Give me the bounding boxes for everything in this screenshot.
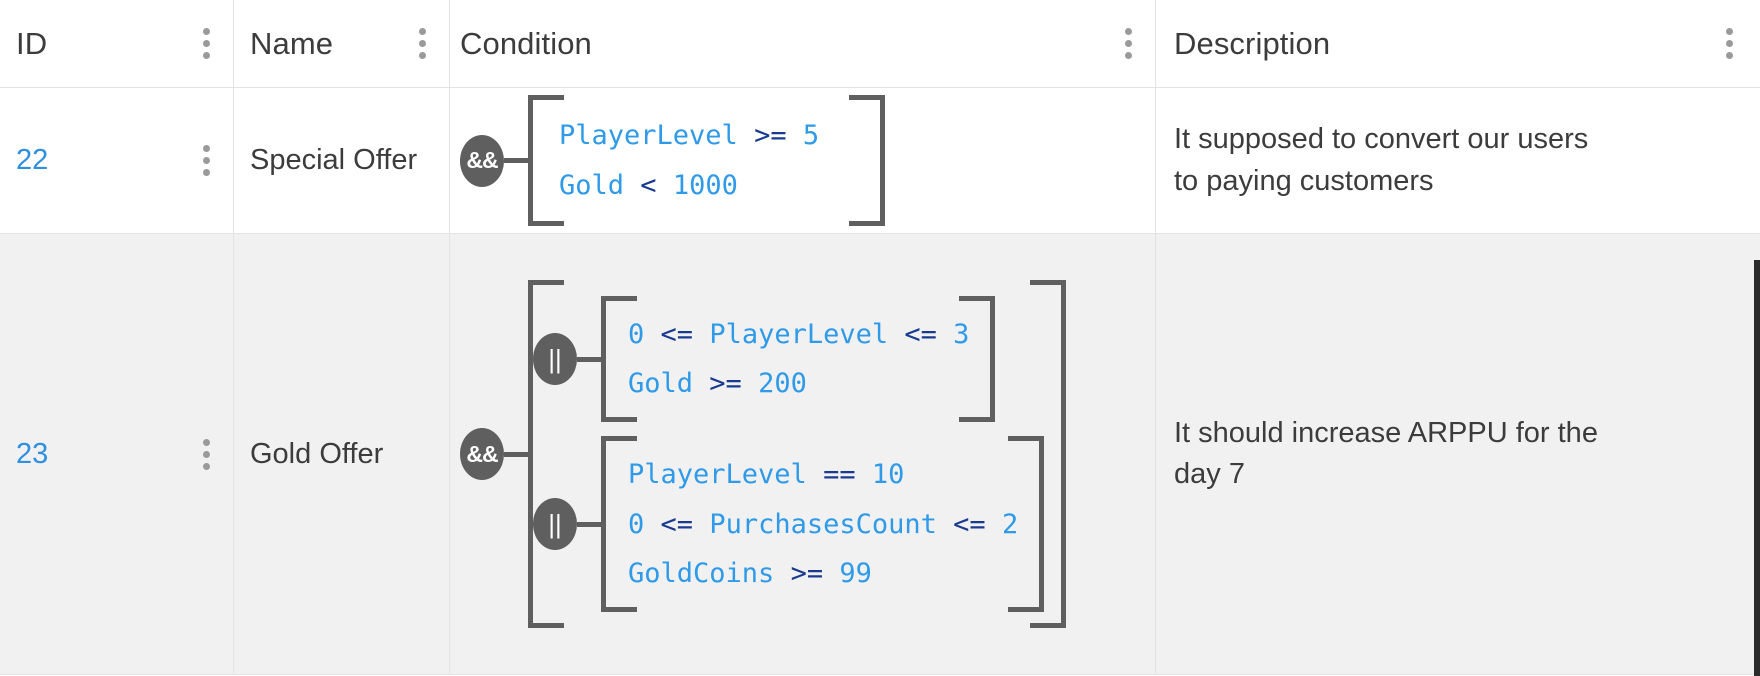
expression-list: PlayerLevel >= 5 Gold < 1000 <box>533 111 865 209</box>
cell-id[interactable]: 23 <box>0 234 234 674</box>
column-header-description[interactable]: Description <box>1156 0 1760 87</box>
group-bracket-close <box>849 95 885 226</box>
table-row[interactable]: 23 Gold Offer && || <box>0 234 1760 675</box>
expression-list: 0 <= PlayerLevel <= 3 Gold <box>606 310 975 408</box>
expr-token: PlayerLevel <box>628 459 807 491</box>
expr-token: 0 <box>628 508 645 540</box>
expr-operator: >= <box>709 368 742 400</box>
expr-token: 10 <box>871 459 905 491</box>
row-description: It supposed to convert our users to payi… <box>1174 123 1589 197</box>
table-row[interactable]: 22 Special Offer && PlayerLevel >= 5 <box>0 88 1760 234</box>
cell-description: It supposed to convert our users to payi… <box>1156 88 1760 233</box>
operator-badge-and[interactable]: && <box>460 428 504 480</box>
expression-row[interactable]: 0 <= PlayerLevel <= 3 <box>628 310 969 359</box>
expr-token: 2 <box>1001 508 1019 540</box>
outer-group-bracket-close <box>1030 280 1067 628</box>
row-id-link[interactable]: 22 <box>16 144 49 176</box>
group-bracket-open: PlayerLevel >= 5 Gold < 1000 <box>528 95 865 226</box>
expression-row[interactable]: 0 <= PurchasesCount <= 2 <box>628 500 1018 549</box>
expr-token: 5 <box>802 120 820 152</box>
cell-name: Special Offer <box>234 88 450 233</box>
table-header-row: ID Name Condition Description <box>0 0 1760 88</box>
kebab-menu-icon[interactable] <box>193 437 219 471</box>
expr-token: 1000 <box>672 169 738 201</box>
expression-row[interactable]: PlayerLevel == 10 <box>628 450 1018 499</box>
expr-token: PlayerLevel <box>559 120 738 152</box>
row-id-link[interactable]: 23 <box>16 437 49 470</box>
group-bracket-close <box>959 296 996 423</box>
expr-operator: >= <box>790 557 824 589</box>
expr-token: PurchasesCount <box>709 508 937 540</box>
column-header-id[interactable]: ID <box>0 0 234 87</box>
column-header-label: ID <box>16 25 48 61</box>
cell-condition: && PlayerLevel >= 5 Gold < <box>450 88 1156 233</box>
row-description: It should increase ARPPU for the day 7 <box>1174 416 1598 490</box>
expr-operator: <= <box>904 319 937 351</box>
condition-node-or[interactable]: || 0 <= PlayerLevel <= <box>533 296 1044 423</box>
cell-description: It should increase ARPPU for the day 7 <box>1156 234 1760 674</box>
condition-tree: && || 0 <box>460 280 1141 628</box>
cell-condition: && || 0 <box>450 234 1156 674</box>
expr-operator: <= <box>660 319 694 351</box>
group-bracket-close <box>1008 436 1045 613</box>
operator-badge-or[interactable]: || <box>533 498 577 551</box>
tree-connector <box>577 356 601 362</box>
operator-badge-or[interactable]: || <box>533 333 577 386</box>
expr-operator: == <box>823 459 856 491</box>
kebab-menu-icon[interactable] <box>409 27 435 61</box>
operator-badge-and[interactable]: && <box>460 134 504 187</box>
expr-token: Gold <box>628 368 694 400</box>
cell-id[interactable]: 22 <box>0 88 234 233</box>
column-header-label: Condition <box>460 25 592 61</box>
expression-row[interactable]: Gold >= 200 <box>628 359 969 408</box>
expr-token: 200 <box>758 368 807 400</box>
expr-operator: >= <box>754 120 787 152</box>
tree-connector <box>504 158 528 163</box>
condition-node-and[interactable]: && PlayerLevel >= 5 Gold < <box>460 95 885 226</box>
group-bracket-open: 0 <= PlayerLevel <= 3 Gold <box>601 296 975 423</box>
subgroup-list: || 0 <= PlayerLevel <= <box>533 296 1045 613</box>
expr-token: Gold <box>559 169 625 201</box>
expr-operator: < <box>640 169 657 201</box>
expr-token: 99 <box>839 557 872 589</box>
kebab-menu-icon[interactable] <box>1115 27 1141 61</box>
column-header-label: Description <box>1174 25 1331 61</box>
expr-token: 3 <box>953 319 970 351</box>
expression-row[interactable]: PlayerLevel >= 5 <box>559 111 859 160</box>
outer-group-bracket-open: || 0 <= PlayerLevel <= <box>528 280 1045 628</box>
expr-token: GoldCoins <box>628 557 775 589</box>
tree-connector <box>504 451 528 457</box>
condition-node-or[interactable]: || PlayerLevel == 10 <box>533 436 1045 613</box>
expr-token: 0 <box>628 319 645 351</box>
condition-tree: && PlayerLevel >= 5 Gold < <box>460 95 1141 226</box>
expr-operator: <= <box>660 508 694 540</box>
expr-operator: <= <box>953 508 986 540</box>
expr-token: PlayerLevel <box>709 319 889 351</box>
expression-row[interactable]: GoldCoins >= 99 <box>628 549 1018 598</box>
kebab-menu-icon[interactable] <box>193 27 219 61</box>
expression-row[interactable]: Gold < 1000 <box>559 161 859 210</box>
expression-list: PlayerLevel == 10 0 <= PurchasesCount <box>606 450 1024 597</box>
row-name: Gold Offer <box>250 437 384 470</box>
vertical-scrollbar[interactable] <box>1754 260 1760 676</box>
cell-name: Gold Offer <box>234 234 450 674</box>
kebab-menu-icon[interactable] <box>1716 27 1742 61</box>
condition-node-and[interactable]: && || 0 <box>460 280 1067 628</box>
kebab-menu-icon[interactable] <box>193 144 219 178</box>
column-header-label: Name <box>250 25 334 61</box>
tree-connector <box>577 521 601 527</box>
column-header-condition[interactable]: Condition <box>450 0 1156 87</box>
row-name: Special Offer <box>250 144 418 176</box>
column-header-name[interactable]: Name <box>234 0 450 87</box>
group-bracket-open: PlayerLevel == 10 0 <= PurchasesCount <box>601 436 1024 613</box>
